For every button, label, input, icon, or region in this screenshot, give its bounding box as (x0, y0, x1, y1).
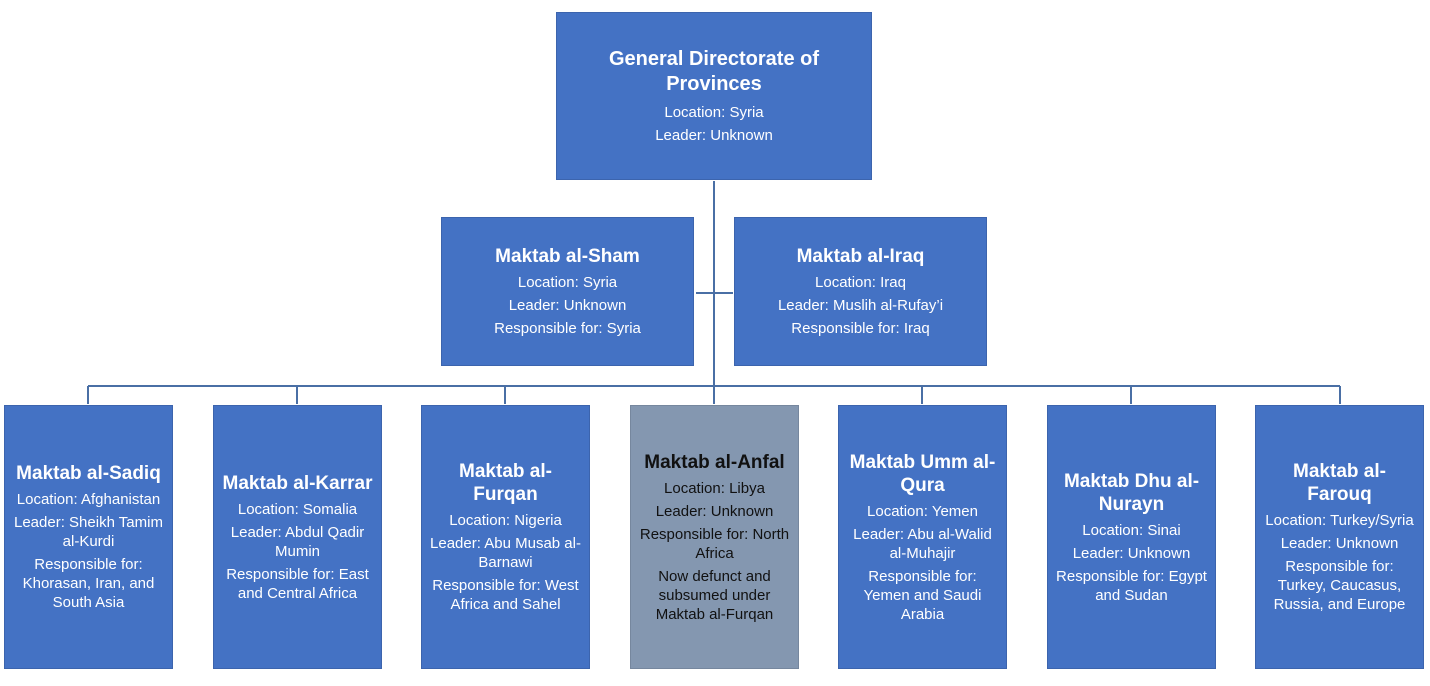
box-maktab-dhu-al-nurayn: Maktab Dhu al-Nurayn Location: Sinai Lea… (1047, 405, 1216, 669)
leader-line: Leader: Unknown (655, 502, 774, 520)
leader-line: Leader: Unknown (1280, 535, 1399, 552)
location-line: Location: Somalia (237, 500, 358, 518)
box-title: Maktab al-Sham (495, 246, 640, 267)
leader-line: Leader: Abdul Qadir Mumin (230, 523, 369, 560)
box-maktab-umm-al-qura: Maktab Umm al-Qura Location: Yemen Leade… (838, 405, 1007, 669)
location-line: Location: Syria (517, 274, 618, 291)
location-line: Location: Turkey/Syria (1265, 512, 1414, 529)
location-line: Location: Yemen (867, 502, 978, 520)
responsible-line: Responsible for: Iraq (791, 320, 930, 337)
responsible-line: Responsible for: East and Central Africa (226, 565, 373, 602)
responsible-line: Responsible for: Khorasan, Iran, and Sou… (22, 556, 159, 611)
leader-line: Leader: Unknown (1072, 544, 1191, 562)
box-maktab-al-anfal: Maktab al-Anfal Location: Libya Leader: … (630, 405, 799, 669)
leader-line: Leader: Unknown (508, 297, 627, 314)
responsible-line: Responsible for: North Africa (639, 525, 793, 562)
location-line: Location: Syria (664, 104, 764, 121)
responsible-line: Responsible for: Yemen and Saudi Arabia (863, 567, 985, 623)
box-maktab-al-sadiq: Maktab al-Sadiq Location: Afghanistan Le… (4, 405, 173, 669)
box-title: Maktab al-Iraq (796, 246, 925, 267)
box-general-directorate: General Directorate of Provinces Locatio… (556, 12, 872, 180)
location-line: Location: Nigeria (449, 512, 562, 529)
box-title: Maktab al-Furqan (459, 461, 552, 505)
box-maktab-al-karrar: Maktab al-Karrar Location: Somalia Leade… (213, 405, 382, 669)
box-maktab-al-furqan: Maktab al-Furqan Location: Nigeria Leade… (421, 405, 590, 669)
location-line: Location: Libya (664, 479, 765, 497)
box-title: Maktab Dhu al-Nurayn (1063, 470, 1200, 515)
defunct-note: Now defunct and subsumed under Maktab al… (655, 567, 774, 623)
leader-line: Leader: Abu Musab al-Barnawi (430, 535, 581, 571)
box-title: Maktab al-Sadiq (16, 463, 161, 484)
responsible-line: Responsible for: Turkey, Caucasus, Russi… (1273, 558, 1406, 613)
box-title: General Directorate of Provinces (608, 48, 820, 95)
responsible-line: Responsible for: West Africa and Sahel (432, 577, 583, 613)
responsible-line: Responsible for: Syria (494, 320, 641, 337)
box-maktab-al-iraq: Maktab al-Iraq Location: Iraq Leader: Mu… (734, 217, 987, 366)
responsible-line: Responsible for: Egypt and Sudan (1056, 567, 1212, 604)
location-line: Location: Iraq (815, 274, 906, 291)
leader-line: Leader: Unknown (655, 127, 773, 144)
location-line: Location: Sinai (1082, 521, 1181, 539)
box-maktab-al-sham: Maktab al-Sham Location: Syria Leader: U… (441, 217, 694, 366)
box-title: Maktab al-Karrar (222, 472, 373, 494)
leader-line: Leader: Sheikh Tamim al-Kurdi (14, 514, 168, 550)
box-maktab-al-farouq: Maktab al-Farouq Location: Turkey/Syria … (1255, 405, 1424, 669)
box-title: Maktab al-Farouq (1293, 461, 1386, 505)
leader-line: Leader: Abu al-Walid al-Muhajir (853, 525, 997, 562)
box-title: Maktab al-Anfal (644, 451, 785, 473)
box-title: Maktab Umm al-Qura (849, 451, 996, 496)
location-line: Location: Afghanistan (16, 491, 161, 508)
leader-line: Leader: Muslih al-Rufay’i (777, 297, 944, 314)
